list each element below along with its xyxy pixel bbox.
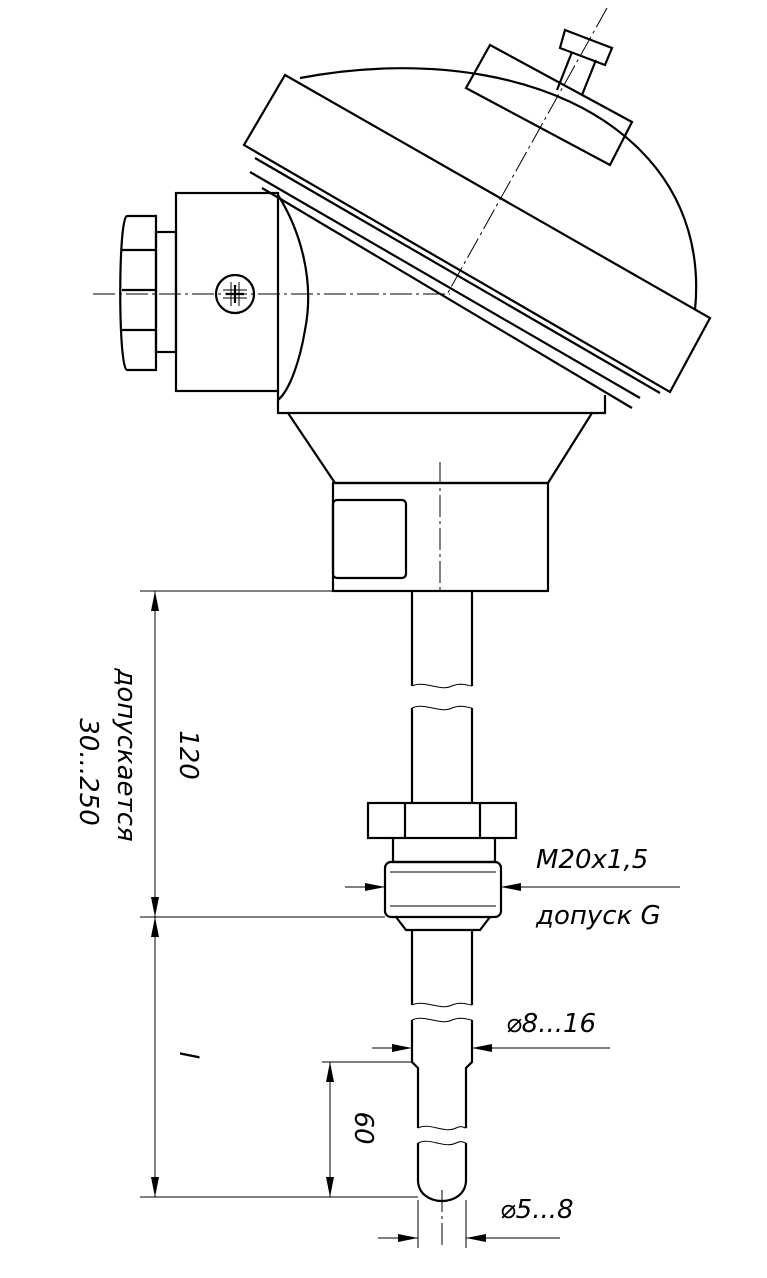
sheath-lower	[410, 930, 474, 1248]
dim-diameter-sheath: ⌀8...16	[506, 1009, 596, 1039]
cable-gland	[119, 191, 280, 393]
dim-length-lower: l	[173, 1051, 203, 1059]
dim-thread: M20x1,5	[536, 845, 648, 875]
fitting-nut	[366, 801, 518, 932]
dim-diameter-tip: ⌀5...8	[500, 1195, 574, 1225]
dimension-lines	[140, 590, 680, 1248]
dim-length-tip: 60	[348, 1111, 378, 1144]
dim-length-upper-note-2: 30...250	[73, 718, 103, 826]
dim-length-upper: 120	[173, 730, 203, 780]
sheath-upper	[410, 591, 474, 803]
dim-length-upper-note-1: допускается	[111, 667, 141, 841]
terminal-head	[242, 28, 712, 593]
center-lines	[93, 7, 608, 592]
dim-thread-tolerance: допуск G	[535, 901, 661, 931]
